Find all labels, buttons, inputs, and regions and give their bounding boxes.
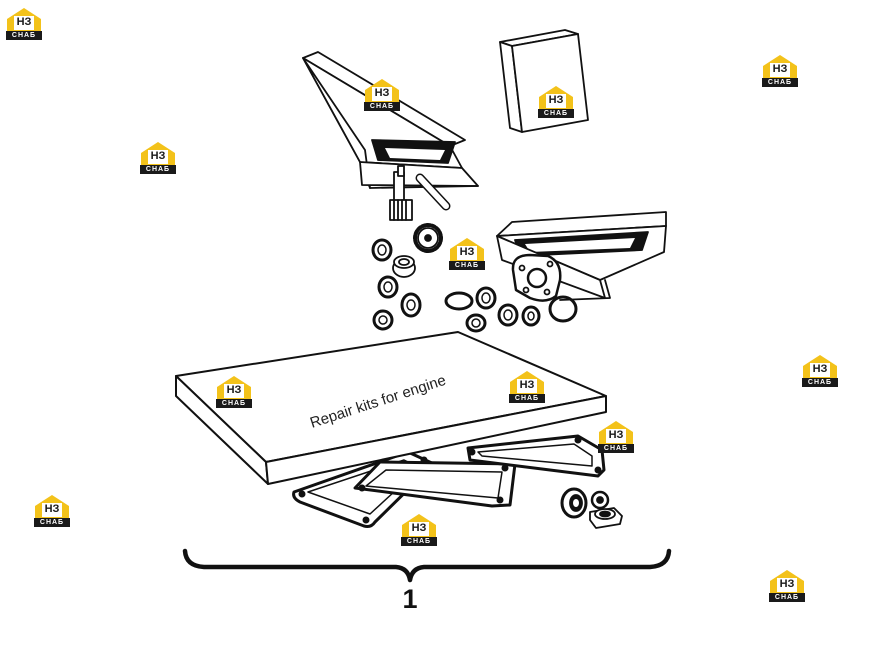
house-logo-icon [450, 238, 484, 262]
house-logo-icon [539, 86, 573, 110]
flange [511, 253, 562, 302]
watermark-logo: НЗ CHAБ [802, 354, 838, 388]
watermark-logo: НЗ CHAБ [6, 7, 42, 41]
seal-rings [371, 238, 578, 333]
watermark-logo: НЗ CHAБ [140, 141, 176, 175]
repair-kit-box: Repair kits for engine [175, 331, 607, 485]
gear [413, 223, 443, 253]
house-logo-icon [7, 8, 41, 32]
bushing [392, 255, 416, 278]
watermark-logo: НЗ CHAБ [401, 513, 437, 547]
watermark-logo: НЗ CHAБ [34, 494, 70, 528]
watermark-logo: НЗ CHAБ [538, 85, 574, 119]
watermark-logo: НЗ CHAБ [364, 78, 400, 112]
callout-number: 1 [402, 584, 418, 614]
house-logo-icon [141, 142, 175, 166]
house-logo-icon [803, 355, 837, 379]
house-logo-icon [35, 495, 69, 519]
watermark-logo: НЗ CHAБ [216, 375, 252, 409]
watermark-logo: НЗ CHAБ [449, 237, 485, 271]
bearings [560, 487, 623, 529]
gaskets [292, 434, 606, 528]
watermark-logo: НЗ CHAБ [762, 54, 798, 88]
assembly-brace [182, 548, 672, 583]
house-logo-icon [365, 79, 399, 103]
watermark-logo: НЗ CHAБ [509, 370, 545, 404]
watermark-logo: НЗ CHAБ [769, 569, 805, 603]
house-logo-icon [763, 55, 797, 79]
house-logo-icon [402, 514, 436, 538]
open-parts-box-upper-left [302, 51, 479, 189]
shafts-and-pins [389, 165, 451, 221]
house-logo-icon [770, 570, 804, 594]
house-logo-icon [599, 421, 633, 445]
house-logo-icon [510, 371, 544, 395]
house-logo-icon [217, 376, 251, 400]
watermark-logo: НЗ CHAБ [598, 420, 634, 454]
